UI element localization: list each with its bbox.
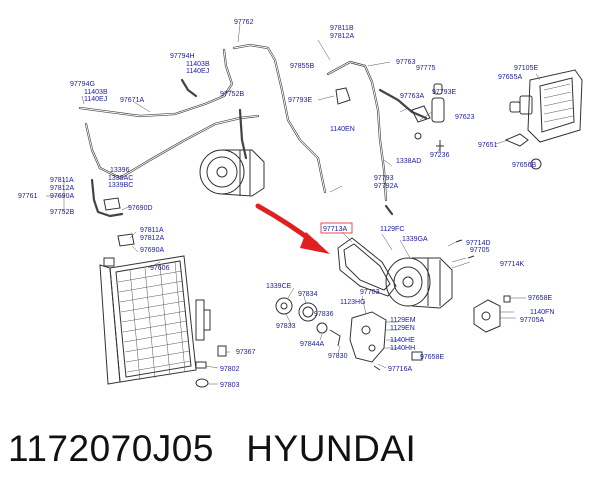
drive-belt [337, 237, 397, 297]
part-label[interactable]: 97703 [360, 289, 380, 296]
part-label[interactable]: 97714K [500, 261, 524, 268]
part-label[interactable]: 97705A [520, 317, 544, 324]
parts-diagram: 97762 97811B 97812A 97794H 11403B 1140EJ… [18, 19, 583, 389]
compressor-lower [385, 239, 475, 309]
part-label[interactable]: 97794G [70, 81, 95, 88]
part-label[interactable]: 1123HG [340, 299, 366, 306]
part-label[interactable]: 97761 [18, 193, 38, 200]
part-label[interactable]: 11403B [186, 61, 210, 68]
part-label[interactable]: 97792A [374, 183, 398, 190]
part-label[interactable]: 97793E [432, 89, 456, 96]
part-label[interactable]: 1140EJ [84, 96, 107, 103]
part-label[interactable]: 97833 [276, 323, 296, 330]
part-label[interactable]: 97811A [50, 177, 74, 184]
part-label[interactable]: 1129EN [390, 325, 415, 332]
compressor-upper [199, 149, 265, 197]
part-label[interactable]: 97690A [50, 193, 74, 200]
part-label[interactable]: 97762 [234, 19, 254, 26]
highlight-box [320, 222, 353, 234]
part-label[interactable]: 97690A [140, 247, 164, 254]
part-label[interactable]: 1339GA [402, 236, 428, 243]
part-label[interactable]: 97811A [140, 227, 164, 234]
part-label[interactable]: 97105E [514, 65, 538, 72]
part-label[interactable]: 97811B [330, 25, 354, 32]
part-label[interactable]: 97658E [420, 354, 444, 361]
condenser [99, 197, 227, 388]
part-label[interactable]: 97716A [388, 366, 412, 373]
part-label[interactable]: 97713A [323, 226, 347, 233]
part-label[interactable]: 97763 [396, 59, 416, 66]
part-label[interactable]: 97606 [150, 265, 170, 272]
part-number: 1172070J05 [8, 428, 214, 469]
part-label[interactable]: 97830 [328, 353, 348, 360]
part-caption: 1172070J05 HYUNDAI [8, 428, 416, 470]
part-label[interactable]: 97812A [50, 185, 74, 192]
part-label[interactable]: 1339CE [266, 283, 292, 290]
part-label[interactable]: 1129EM [390, 317, 416, 324]
part-label[interactable]: 97690D [128, 205, 153, 212]
part-label[interactable]: 97812A [330, 33, 354, 40]
part-label[interactable]: 97656B [512, 162, 536, 169]
part-label[interactable]: 97671A [120, 97, 144, 104]
part-label[interactable]: 97834 [298, 291, 318, 298]
part-label[interactable]: 97802 [220, 366, 240, 373]
part-label[interactable]: 97803 [220, 382, 240, 389]
part-label[interactable]: 97836 [314, 311, 334, 318]
part-label[interactable]: 97651 [478, 142, 498, 149]
part-label[interactable]: 1140EN [330, 126, 355, 133]
part-label[interactable]: 1339BC [108, 182, 133, 189]
part-label[interactable]: 97752B [220, 91, 244, 98]
part-labels: 97762 97811B 97812A 97794H 11403B 1140EJ… [18, 19, 554, 389]
part-label[interactable]: 97812A [140, 235, 164, 242]
right-bracket [473, 295, 514, 333]
evaporator-unit [504, 69, 583, 170]
part-label[interactable]: 1129FC [380, 226, 404, 233]
part-label[interactable]: 1338AD [396, 158, 421, 165]
part-label[interactable]: 13396 [110, 167, 130, 174]
receiver-parts [335, 83, 445, 152]
part-label[interactable]: 97793E [288, 97, 312, 104]
mounting-bracket [275, 297, 423, 371]
part-label[interactable]: 97658E [528, 295, 552, 302]
part-label[interactable]: 97236 [430, 152, 450, 159]
part-label[interactable]: 97705 [470, 247, 490, 254]
part-label[interactable]: 97655A [498, 74, 522, 81]
part-label[interactable]: 97855B [290, 63, 314, 70]
leader-lines [46, 23, 541, 385]
pipe-network [78, 43, 428, 218]
part-label[interactable]: 97793 [374, 175, 394, 182]
part-label[interactable]: 1140HH [390, 345, 415, 352]
part-label[interactable]: 97367 [236, 349, 256, 356]
part-label[interactable]: 1339AC [108, 175, 133, 182]
part-label[interactable]: 97844A [300, 341, 324, 348]
part-label[interactable]: 97763A [400, 93, 424, 100]
highlight-arrow [255, 203, 330, 254]
part-label[interactable]: 97623 [455, 114, 475, 121]
part-label[interactable]: 97794H [170, 53, 195, 60]
part-label[interactable]: 1140EJ [186, 68, 209, 75]
part-label[interactable]: 1140HE [390, 337, 415, 344]
part-label[interactable]: 11403B [84, 89, 108, 96]
part-label[interactable]: 97752B [50, 209, 74, 216]
part-label[interactable]: 97775 [416, 65, 436, 72]
part-label[interactable]: 1140FN [530, 309, 554, 316]
part-label[interactable]: 97714D [466, 240, 491, 247]
brand-name: HYUNDAI [246, 428, 417, 469]
